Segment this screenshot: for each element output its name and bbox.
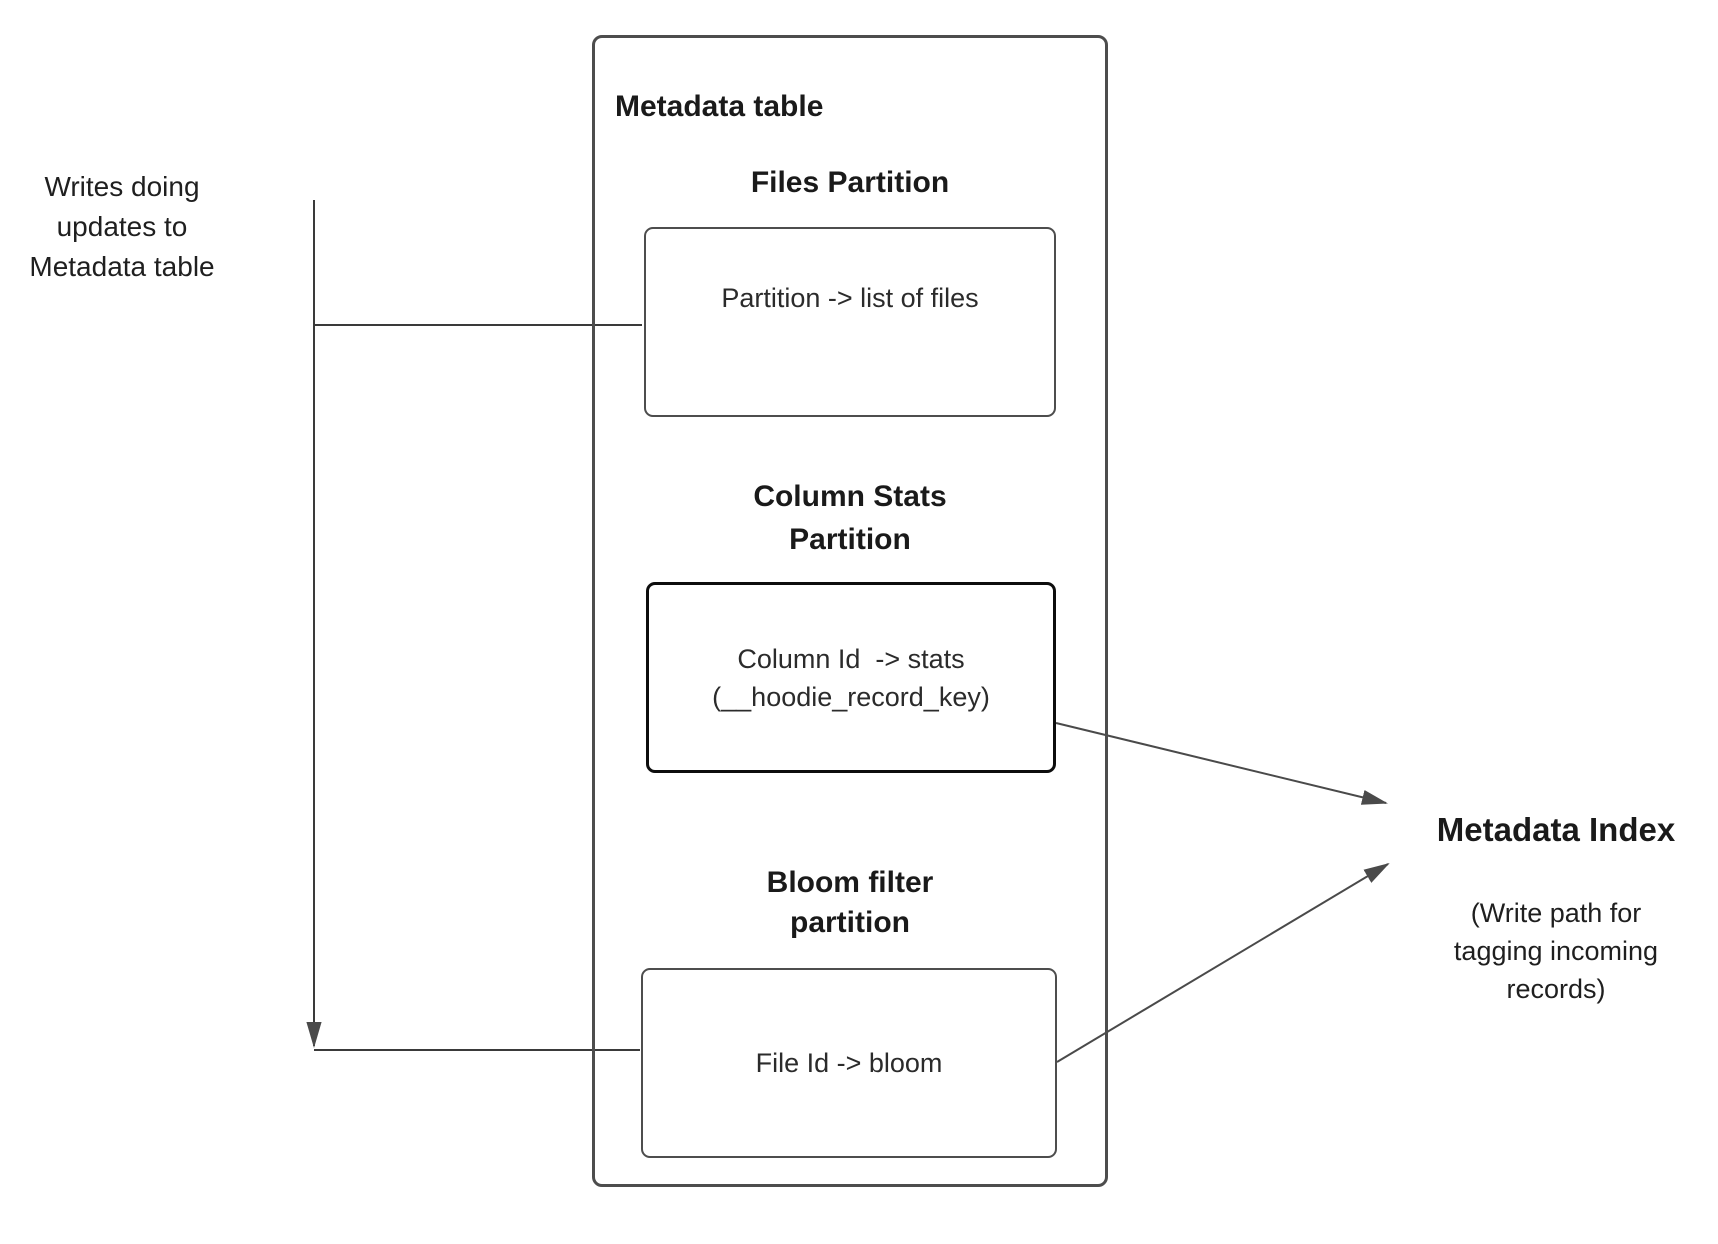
metadata-index-title: Metadata Index (1436, 811, 1676, 848)
metadata-table-title: Metadata table (615, 90, 824, 123)
metadata-index-subtitle: (Write path for tagging incoming records… (1453, 898, 1659, 1004)
metadata-table-box (592, 35, 1108, 1187)
files-partition-heading: Files Partition (750, 166, 950, 199)
column-stats-partition-box: Column Id -> stats (__hoodie_record_key) (646, 582, 1056, 773)
bloom-filter-partition-heading: Bloom filter partition (766, 866, 934, 939)
writes-note: Writes doing updates to Metadata table (29, 171, 215, 282)
column-stats-partition-box-text: Column Id -> stats (__hoodie_record_key) (712, 643, 990, 712)
files-partition-box: Partition -> list of files (644, 227, 1056, 417)
bloom-filter-partition-box-text: File Id -> bloom (755, 1048, 943, 1078)
column-stats-partition-heading: Column Stats Partition (753, 480, 947, 556)
bloom-filter-partition-box: File Id -> bloom (641, 968, 1057, 1158)
files-partition-box-text: Partition -> list of files (721, 283, 979, 313)
